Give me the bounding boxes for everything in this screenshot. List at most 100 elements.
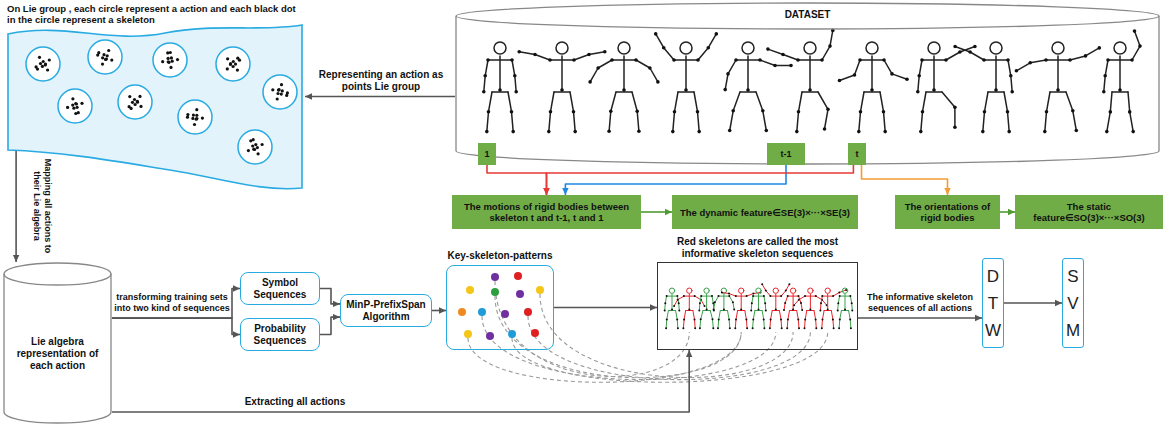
joint xyxy=(734,327,736,329)
bone xyxy=(831,311,833,320)
joint xyxy=(764,302,766,304)
skeleton-dot xyxy=(41,65,44,68)
edge-label: Representing an action as points Lie gro… xyxy=(310,69,452,93)
edge-label-holder: transforming training sets into two kind… xyxy=(114,292,230,314)
joint xyxy=(707,46,711,50)
joint xyxy=(1028,61,1032,65)
joint xyxy=(953,126,957,130)
joint xyxy=(696,110,700,114)
bone xyxy=(488,59,512,61)
joint xyxy=(700,295,702,297)
skeleton-dot xyxy=(252,148,255,151)
bone xyxy=(799,92,803,112)
joint xyxy=(765,309,767,311)
connector-line xyxy=(858,317,982,319)
bone xyxy=(797,112,799,132)
bone xyxy=(823,311,825,320)
sequence-skeleton xyxy=(783,288,803,329)
bone xyxy=(485,60,488,76)
bone xyxy=(781,291,786,297)
joint xyxy=(673,110,677,114)
bone xyxy=(719,296,730,297)
bone xyxy=(713,303,715,310)
joint xyxy=(1130,58,1134,62)
joint xyxy=(983,110,987,114)
bone xyxy=(699,303,701,310)
pattern-box: Key-skeleton-patterns xyxy=(446,265,554,350)
bone xyxy=(783,55,798,61)
connector xyxy=(641,209,672,215)
joint xyxy=(560,88,564,92)
bone xyxy=(763,319,765,328)
bone xyxy=(805,296,816,297)
node-text: The static feature∈SO(3)×···×SO(3) xyxy=(1019,201,1159,223)
arrowhead xyxy=(439,307,446,313)
joint xyxy=(815,295,817,297)
joint xyxy=(758,309,760,311)
joint xyxy=(958,50,962,54)
bone xyxy=(775,65,791,67)
joint xyxy=(800,302,802,304)
joint xyxy=(798,295,800,297)
joint xyxy=(859,110,863,114)
bone xyxy=(1016,63,1030,71)
bone xyxy=(859,112,861,132)
joint xyxy=(1106,58,1110,62)
joint xyxy=(688,309,690,311)
joint xyxy=(694,318,696,320)
arrowhead xyxy=(13,255,19,262)
bone xyxy=(736,296,747,297)
head xyxy=(928,42,940,54)
dataset-skeleton xyxy=(588,42,659,133)
skeleton-dot xyxy=(257,152,260,155)
edge-label-holder: Mapping all actions to their Lie algebra xyxy=(31,154,53,258)
skeleton-dot xyxy=(232,65,235,68)
joint xyxy=(533,53,537,57)
skeleton-dot xyxy=(106,54,109,57)
joint xyxy=(837,302,839,304)
process-box: MinP-PrefixSpan Algorithm xyxy=(340,294,432,327)
head xyxy=(742,42,754,54)
bone xyxy=(815,319,817,328)
bone xyxy=(825,109,829,129)
joint xyxy=(548,58,552,62)
joint xyxy=(882,58,886,62)
joint xyxy=(1044,58,1048,62)
bone xyxy=(683,319,685,328)
bone xyxy=(590,68,598,82)
head xyxy=(704,288,709,293)
joint xyxy=(765,129,769,133)
pattern-link xyxy=(540,294,793,378)
joint xyxy=(694,295,696,297)
bone xyxy=(839,319,841,328)
joint xyxy=(1006,58,1010,62)
joint xyxy=(752,318,754,320)
arrowhead xyxy=(543,188,549,195)
sequence-skeleton xyxy=(837,288,854,329)
bone xyxy=(710,311,712,320)
joint xyxy=(827,309,829,311)
head xyxy=(804,42,816,54)
joint xyxy=(775,309,777,311)
bone xyxy=(499,56,501,90)
bone xyxy=(519,52,535,55)
head xyxy=(808,288,813,293)
pattern-dot xyxy=(464,330,472,338)
cylinder-body xyxy=(4,274,111,423)
bone xyxy=(728,311,730,320)
bone xyxy=(1046,59,1070,61)
pattern-dot xyxy=(466,286,474,294)
joint xyxy=(731,109,735,113)
bone xyxy=(822,300,827,306)
connector-line xyxy=(565,165,786,195)
joint xyxy=(798,327,800,329)
joint xyxy=(706,309,708,311)
dataset-skeleton xyxy=(1102,29,1142,133)
joint xyxy=(676,295,678,297)
bone xyxy=(849,311,851,320)
joint xyxy=(781,53,785,57)
cylinder-top xyxy=(4,263,111,285)
bone xyxy=(1066,92,1073,111)
joint xyxy=(662,46,666,50)
bone xyxy=(712,296,713,303)
